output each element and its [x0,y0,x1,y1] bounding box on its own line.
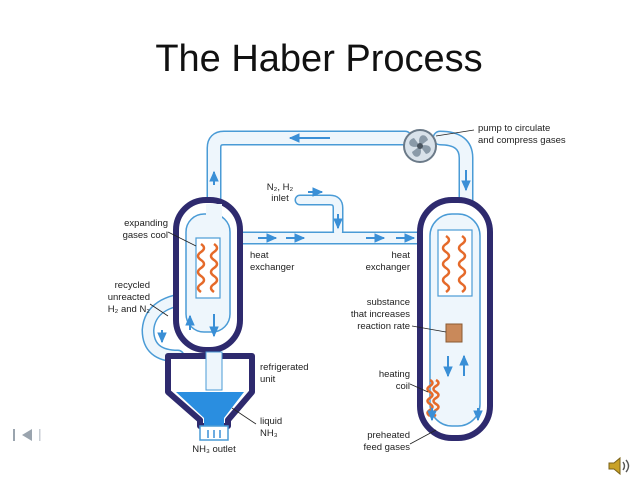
label-refrig-1: refrigerated [260,362,309,373]
label-heating-2: coil [396,381,410,392]
label-recycled-3: H₂ and N₂ [108,304,151,315]
left-coil-a [196,242,206,294]
reactor-coil-a [441,234,451,294]
left-coil-b [209,242,219,294]
label-substance-1: substance [367,297,410,308]
flow-arrows [157,133,483,422]
label-expanding-1: expanding [124,218,168,229]
label-recycled-1: recycled [115,280,150,291]
label-pump-1: pump to circulate [478,123,550,134]
speaker-icon [608,456,630,476]
page-title: The Haber Process [155,38,483,80]
heating-coil-shape [426,378,434,418]
label-preheated-1: preheated [367,430,410,441]
label-hx-right-2: exchanger [366,262,410,273]
label-recycled-2: unreacted [108,292,150,303]
label-expanding-2: gases cool [123,230,168,241]
label-hx-right-1: heat [392,250,411,261]
previous-slide-button[interactable] [12,427,42,443]
label-outlet: NH₃ outlet [192,444,236,455]
label-hx-left-1: heat [250,250,269,261]
catalyst-block [445,323,463,343]
label-liquid-1: liquid [260,416,282,427]
label-liquid-2: NH₃ [260,428,278,439]
label-inlet-2: inlet [271,193,289,204]
diagram-labels: pump to circulate and compress gases N₂,… [108,123,566,455]
previous-slide-icon [13,429,41,441]
label-preheated-2: feed gases [364,442,411,453]
reactor-vessel [417,197,493,441]
label-pump-2: and compress gases [478,135,566,146]
label-substance-2: that increases [351,309,410,320]
speaker-button[interactable] [606,455,632,477]
reactor-coil-b [457,234,467,294]
refrigerated-unit [165,351,255,441]
label-heating-1: heating [379,369,410,380]
left-vessel [173,197,243,353]
leader-lines [149,129,475,445]
pump-fan-icon [403,129,437,163]
label-refrig-2: unit [260,374,276,385]
label-inlet-1: N₂, H₂ [267,182,294,193]
label-hx-left-2: exchanger [250,262,294,273]
label-substance-3: reaction rate [357,321,410,332]
